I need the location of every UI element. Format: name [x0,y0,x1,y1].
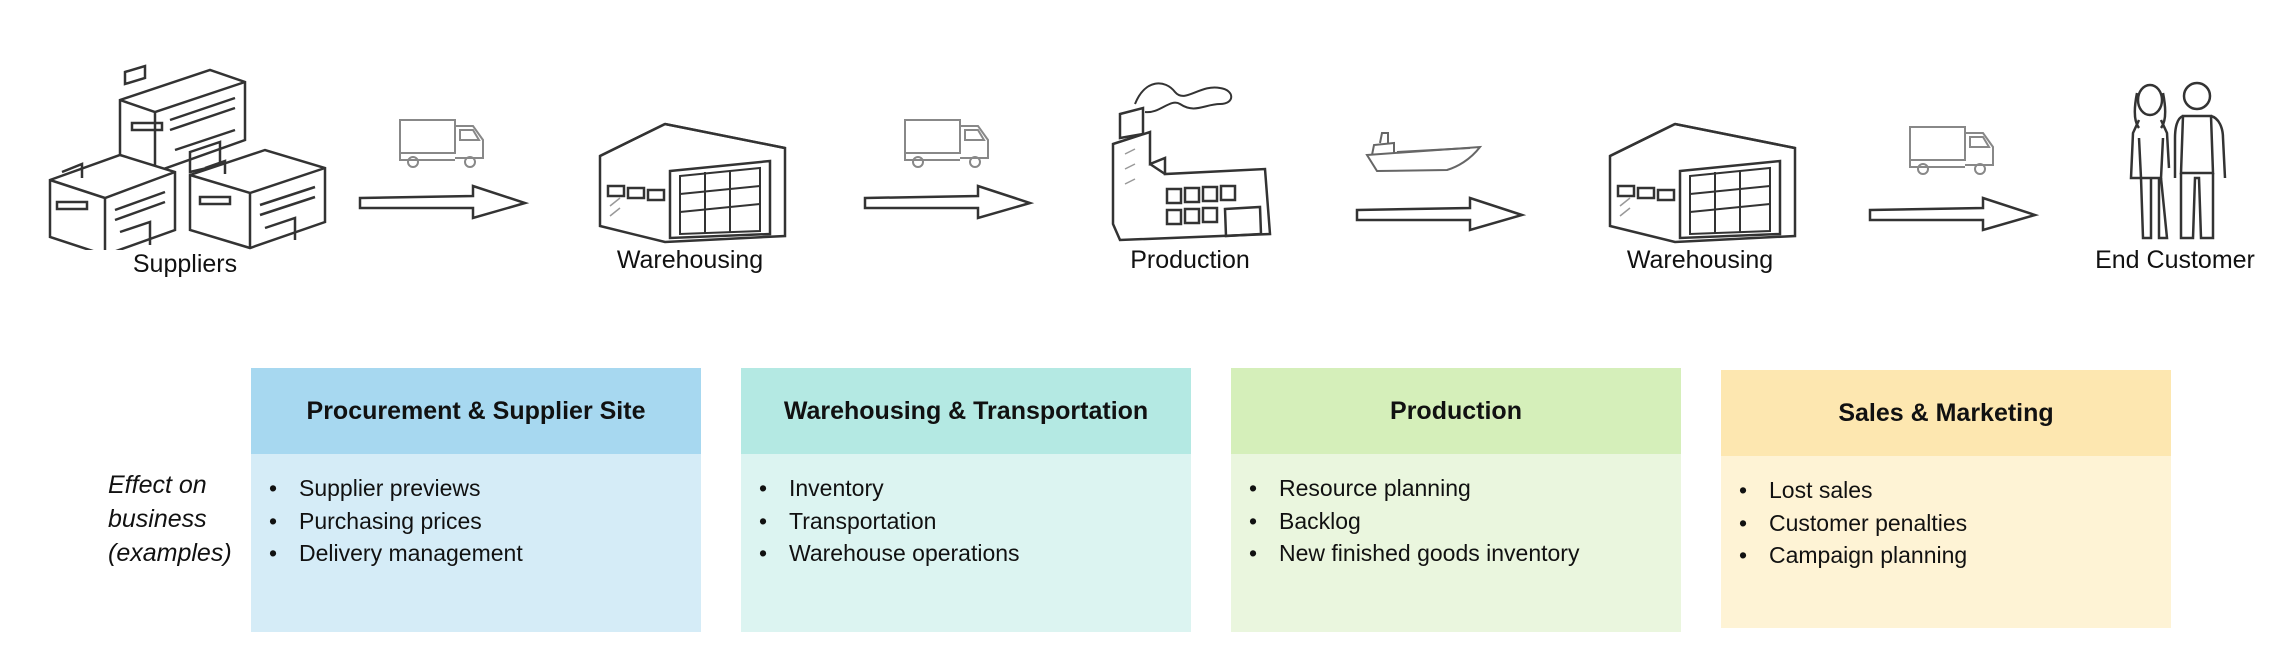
box-body: Lost sales Customer penalties Campaign p… [1721,456,2171,628]
flow-arrow [1868,196,2040,232]
flow-arrow [863,184,1035,220]
box-procurement: Procurement & Supplier Site Supplier pre… [251,368,701,632]
stage-label: Production [1130,246,1250,274]
box-body: Supplier previews Purchasing prices Deli… [251,454,701,632]
transport-arrow [1865,115,2045,240]
effect-list: Inventory Transportation Warehouse opera… [741,472,1191,570]
list-item: Lost sales [1739,474,2171,507]
effect-list: Resource planning Backlog New finished g… [1231,472,1681,570]
box-title: Procurement & Supplier Site [251,368,701,454]
transport-arrow [1352,115,1532,240]
list-item: Purchasing prices [269,505,701,538]
truck-icon [1909,126,1994,175]
flow-arrow [358,184,530,220]
truck-icon [399,119,484,168]
list-item: Resource planning [1249,472,1681,505]
stage-end-customer: End Customer [2070,78,2280,275]
factory-icon [1111,82,1272,242]
stage-warehousing-2: Warehousing [1570,116,1830,275]
stage-label: Warehousing [1626,246,1774,274]
stage-label: End Customer [2095,246,2255,274]
stage-production: Production [1090,74,1290,275]
effect-list: Lost sales Customer penalties Campaign p… [1721,474,2171,572]
box-title: Sales & Marketing [1721,370,2171,456]
list-item: Customer penalties [1739,507,2171,540]
factory-buildings-icon [48,64,327,250]
effect-on-business-label: Effect on business (examples) [108,471,232,567]
stage-label: Suppliers [132,250,238,278]
stage-warehousing-1: Warehousing [560,116,820,275]
customers-icon [2129,81,2227,240]
list-item: Supplier previews [269,472,701,505]
ship-icon [1365,132,1483,173]
transport-arrow [355,108,535,233]
list-item: Campaign planning [1739,539,2171,572]
stage-suppliers: Suppliers [30,60,340,279]
transport-arrow [860,108,1040,233]
truck-icon [904,119,989,168]
effect-list: Supplier previews Purchasing prices Deli… [251,472,701,570]
list-item: Warehouse operations [759,537,1191,570]
list-item: Delivery management [269,537,701,570]
list-item: Transportation [759,505,1191,538]
list-item: New finished goods inventory [1249,537,1681,570]
box-body: Inventory Transportation Warehouse opera… [741,454,1191,632]
box-sales-marketing: Sales & Marketing Lost sales Customer pe… [1721,370,2171,628]
box-body: Resource planning Backlog New finished g… [1231,454,1681,632]
box-warehousing-transportation: Warehousing & Transportation Inventory T… [741,368,1191,632]
flow-arrow [1355,196,1527,232]
warehouse-icon [1608,122,1797,244]
warehouse-icon [598,122,787,244]
list-item: Backlog [1249,505,1681,538]
box-production: Production Resource planning Backlog New… [1231,368,1681,632]
stage-label: Warehousing [616,246,764,274]
list-item: Inventory [759,472,1191,505]
box-title: Production [1231,368,1681,454]
box-title: Warehousing & Transportation [741,368,1191,454]
